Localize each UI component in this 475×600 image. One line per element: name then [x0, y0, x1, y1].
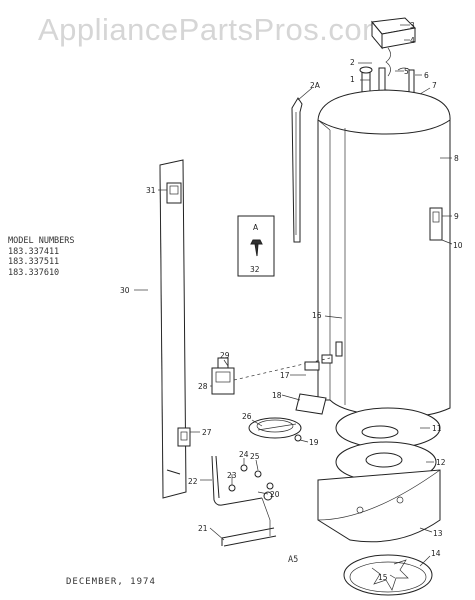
- leg-ring: [343, 554, 433, 596]
- callout-23: 23: [227, 471, 237, 480]
- access-plate: [177, 427, 191, 447]
- model-number: 183.337610: [8, 267, 60, 278]
- callout-27: 27: [202, 428, 212, 437]
- callout-11: 11: [432, 424, 442, 433]
- model-number: 183.337511: [8, 257, 60, 267]
- detail-a-screw: [237, 215, 275, 277]
- callout-19: 19: [309, 438, 319, 447]
- model-numbers-heading: MODEL NUMBERS: [8, 236, 75, 246]
- callout-31: 31: [146, 186, 156, 195]
- callout-20: 20: [270, 490, 280, 499]
- callout-8: 8: [454, 154, 459, 163]
- callout-25: 25: [250, 452, 260, 461]
- callout-29: 29: [220, 351, 230, 360]
- draft-hood: [371, 17, 417, 77]
- side-panel: [158, 159, 187, 499]
- callout-1: 1: [350, 75, 355, 84]
- base-pan: [317, 469, 441, 543]
- callout-32: 32: [250, 265, 260, 274]
- callout-14: 14: [431, 549, 441, 558]
- callout-6: 6: [424, 71, 429, 80]
- burner-assembly: [248, 417, 302, 442]
- pilot-tubing: [211, 455, 277, 547]
- callout-17: 17: [280, 371, 290, 380]
- water-heater-tank: [317, 89, 451, 418]
- detail-a-label: A: [253, 223, 259, 232]
- callout-2: 2: [350, 58, 355, 67]
- gas-control-valve: [211, 357, 331, 395]
- callout-9: 9: [454, 212, 459, 221]
- callout-22: 22: [188, 477, 198, 486]
- callout-21: 21: [198, 524, 208, 533]
- callout-30: 30: [120, 286, 130, 295]
- leader-lines: [134, 24, 453, 579]
- callout-12: 12: [436, 458, 446, 467]
- callout-5: 5: [404, 67, 409, 76]
- callout-18: 18: [272, 391, 282, 400]
- callout-15: 15: [378, 573, 388, 582]
- callout-2a: 2A: [310, 81, 321, 90]
- callout-7: 7: [432, 81, 437, 90]
- callout-3: 3: [410, 21, 415, 30]
- callout-labels: 1 2 2A 3 4 5 6 7 8 9 10 11 12 13 14 15 1…: [120, 21, 463, 582]
- callout-13: 13: [433, 529, 443, 538]
- callout-24: 24: [239, 450, 249, 459]
- watermark: AppliancePartsPros.com: [38, 12, 389, 47]
- callout-16: 16: [312, 311, 322, 320]
- model-numbers: MODEL NUMBERS 183.337411 183.337511 183.…: [8, 236, 75, 278]
- anode-rod: [291, 97, 303, 243]
- callout-28: 28: [198, 382, 208, 391]
- inner-door: [295, 393, 327, 415]
- callout-10: 10: [453, 241, 463, 250]
- sheet-code: A5: [288, 555, 299, 565]
- model-number: 183.337411: [8, 246, 60, 257]
- callout-4: 4: [410, 36, 415, 45]
- diagram-date: DECEMBER, 1974: [66, 577, 156, 587]
- callout-26: 26: [242, 412, 252, 421]
